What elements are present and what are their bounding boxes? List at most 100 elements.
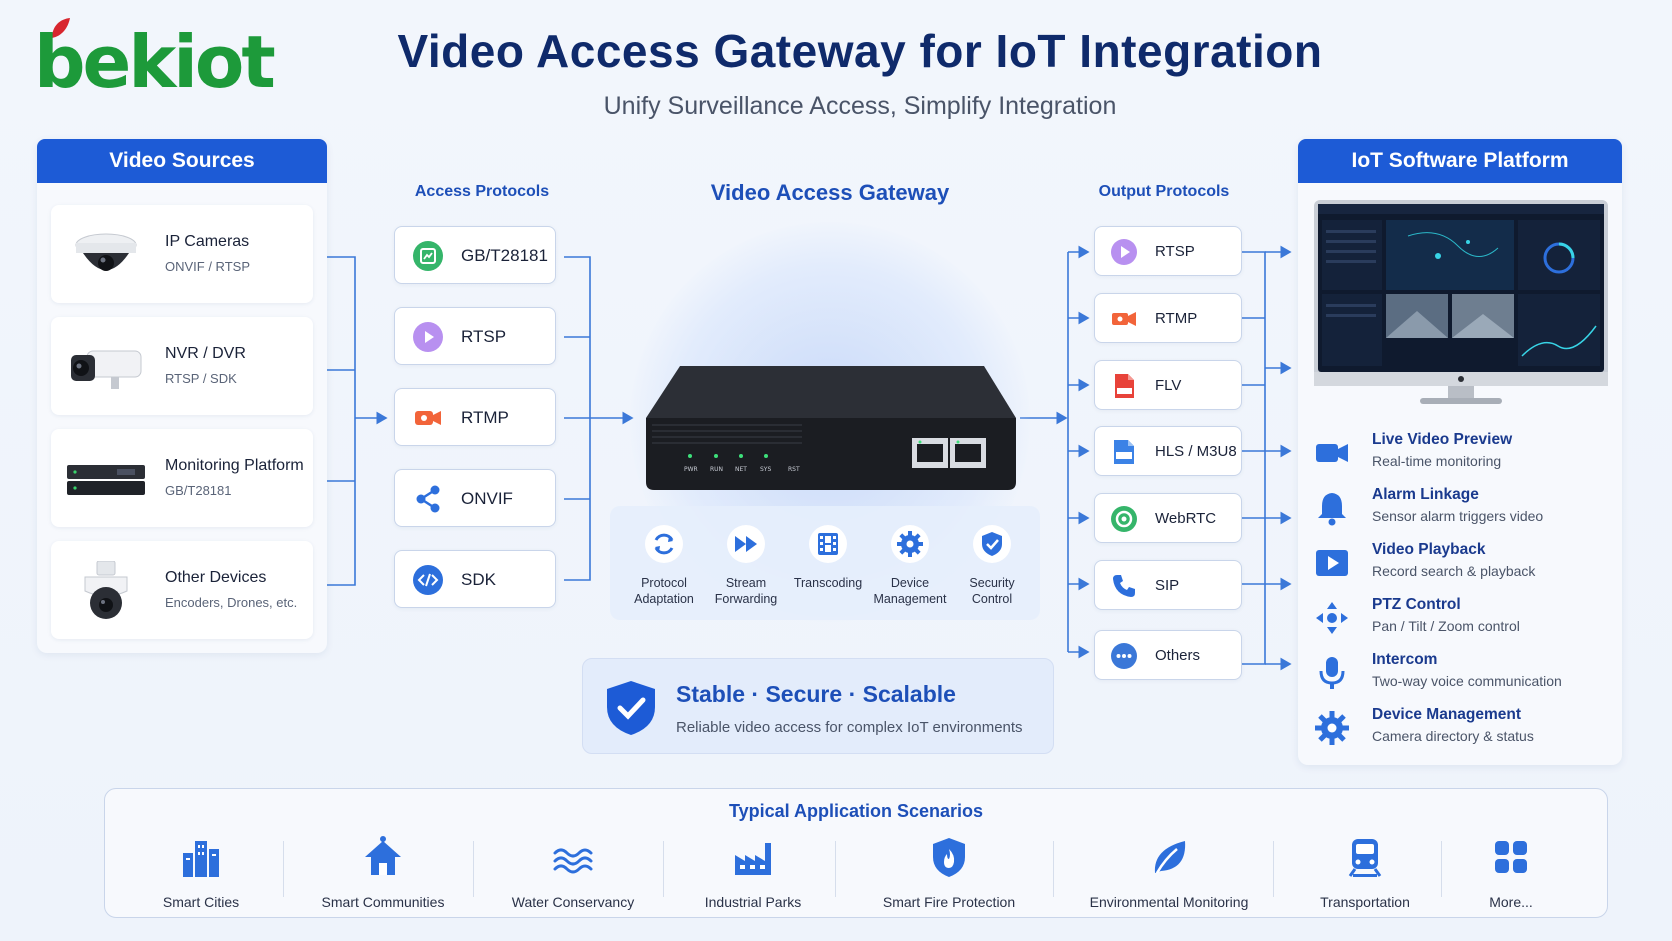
logo-text: bekiot: [34, 22, 273, 102]
gateway-features-panel: ProtocolAdaptation StreamForwarding Tran…: [610, 506, 1040, 620]
platform-feature-live-preview: Live Video Preview Real-time monitoring: [1314, 431, 1614, 477]
shield-check-icon: [605, 679, 657, 737]
monitor-dashboard-image: [1298, 186, 1622, 410]
source-card-ip-cameras[interactable]: IP Cameras ONVIF / RTSP: [51, 205, 313, 303]
platform-feature-title: Intercom: [1372, 651, 1437, 669]
source-card-nvr-dvr[interactable]: NVR / DVR RTSP / SDK: [51, 317, 313, 415]
output-protocol-flv[interactable]: FLV: [1094, 360, 1242, 410]
output-protocol-rtsp[interactable]: RTSP: [1094, 226, 1242, 276]
scenario-label: Transportation: [1289, 894, 1441, 910]
train-icon: [1343, 835, 1387, 879]
play-icon: [413, 322, 443, 352]
hls-file-icon: [1111, 439, 1137, 465]
phone-icon: [1111, 573, 1137, 599]
scenario-label: Environmental Monitoring: [1063, 894, 1275, 910]
access-protocol-gbt28181[interactable]: GB/T28181: [394, 226, 556, 284]
access-protocols-title: Access Protocols: [392, 183, 572, 201]
film-icon: [808, 524, 848, 564]
page-title: Video Access Gateway for IoT Integration: [300, 24, 1420, 78]
feature-device-management: DeviceManagement: [868, 524, 952, 607]
access-protocol-rtmp[interactable]: RTMP: [394, 388, 556, 446]
output-protocol-others[interactable]: Others: [1094, 630, 1242, 680]
protocol-label: RTSP: [1155, 243, 1195, 260]
scenario-smart-communities[interactable]: Smart Communities: [303, 835, 463, 910]
platform-feature-title: PTZ Control: [1372, 596, 1461, 614]
port-label: NET: [735, 466, 747, 473]
separator: [1273, 841, 1274, 897]
share-icon: [413, 484, 443, 514]
water-waves-icon: [551, 835, 595, 879]
scenario-label: More...: [1451, 894, 1571, 910]
output-protocol-sip[interactable]: SIP: [1094, 560, 1242, 610]
source-card-monitoring-platform[interactable]: Monitoring Platform GB/T28181: [51, 429, 313, 527]
video-sources-header: Video Sources: [37, 139, 327, 183]
scenario-label: Smart Cities: [141, 894, 261, 910]
protocol-label: SIP: [1155, 577, 1179, 594]
platform-feature-sub: Sensor alarm triggers video: [1372, 508, 1543, 524]
video-camera-icon: [1314, 435, 1350, 471]
leaf-icon: [1147, 835, 1191, 879]
shield-check-icon: [972, 524, 1012, 564]
output-protocol-rtmp[interactable]: RTMP: [1094, 293, 1242, 343]
feature-line: Security: [969, 576, 1014, 590]
webrtc-icon: [1111, 506, 1137, 532]
scenario-label: Smart Fire Protection: [847, 894, 1051, 910]
separator: [663, 841, 664, 897]
separator: [835, 841, 836, 897]
platform-feature-title: Video Playback: [1372, 541, 1485, 559]
scenario-water-conservancy[interactable]: Water Conservancy: [489, 835, 657, 910]
scenario-environmental-monitoring[interactable]: Environmental Monitoring: [1063, 835, 1275, 910]
dome-camera-icon: [65, 225, 147, 285]
source-card-other-devices[interactable]: Other Devices Encoders, Drones, etc.: [51, 541, 313, 639]
platform-feature-alarm-linkage: Alarm Linkage Sensor alarm triggers vide…: [1314, 486, 1614, 532]
play-icon: [1111, 239, 1137, 265]
scenario-industrial-parks[interactable]: Industrial Parks: [671, 835, 835, 910]
microphone-icon: [1314, 655, 1350, 691]
fire-shield-icon: [927, 835, 971, 879]
protocol-label: RTSP: [461, 327, 506, 347]
output-protocol-webrtc[interactable]: WebRTC: [1094, 493, 1242, 543]
access-protocol-rtsp[interactable]: RTSP: [394, 307, 556, 365]
output-protocol-hls[interactable]: HLS / M3U8: [1094, 426, 1242, 476]
access-protocol-sdk[interactable]: SDK: [394, 550, 556, 608]
port-label: SYS: [760, 466, 771, 473]
more-dots-icon: [1111, 643, 1137, 669]
ptz-direction-icon: [1314, 600, 1350, 636]
bullet-camera-icon: [65, 337, 147, 397]
port-label: RUN: [710, 466, 723, 473]
scenario-more[interactable]: More...: [1451, 835, 1571, 910]
gb28181-icon: [413, 241, 443, 271]
protocol-label: Others: [1155, 647, 1200, 664]
feature-line: Adaptation: [634, 592, 694, 606]
separator: [473, 841, 474, 897]
scenario-transportation[interactable]: Transportation: [1289, 835, 1441, 910]
platform-feature-sub: Real-time monitoring: [1372, 453, 1501, 469]
source-protocol: RTSP / SDK: [165, 371, 237, 386]
factory-icon: [731, 835, 775, 879]
feature-line: Protocol: [641, 576, 687, 590]
source-name: NVR / DVR: [165, 345, 246, 363]
protocol-label: SDK: [461, 570, 496, 590]
access-protocol-onvif[interactable]: ONVIF: [394, 469, 556, 527]
scenario-smart-cities[interactable]: Smart Cities: [141, 835, 261, 910]
source-protocol: GB/T28181: [165, 483, 232, 498]
playback-icon: [1314, 545, 1350, 581]
protocol-label: ONVIF: [461, 489, 513, 509]
feature-line: Transcoding: [794, 576, 862, 590]
separator: [283, 841, 284, 897]
scenario-smart-fire-protection[interactable]: Smart Fire Protection: [847, 835, 1051, 910]
platform-feature-sub: Pan / Tilt / Zoom control: [1372, 618, 1520, 634]
source-name: Other Devices: [165, 569, 266, 587]
feature-line: Forwarding: [715, 592, 778, 606]
feature-transcoding: Transcoding: [786, 524, 870, 591]
stable-subtitle: Reliable video access for complex IoT en…: [676, 719, 1023, 736]
protocol-label: RTMP: [461, 408, 509, 428]
platform-feature-sub: Camera directory & status: [1372, 728, 1534, 744]
scenarios-title: Typical Application Scenarios: [105, 801, 1607, 822]
application-scenarios-panel: Typical Application Scenarios Smart Citi…: [104, 788, 1608, 918]
protocol-label: GB/T28181: [461, 246, 548, 266]
port-label: RST: [788, 466, 800, 473]
file-icon: [1111, 373, 1137, 399]
iot-platform-header: IoT Software Platform: [1298, 139, 1622, 183]
video-camera-icon: [413, 403, 443, 433]
